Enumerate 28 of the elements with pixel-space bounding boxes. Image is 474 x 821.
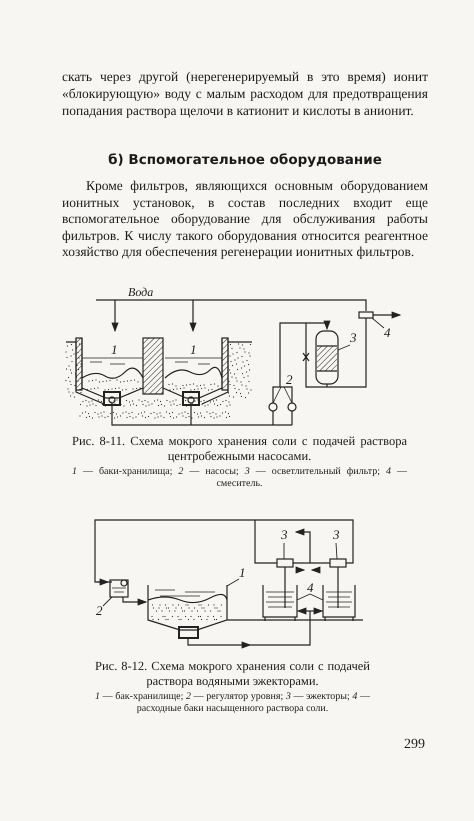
- callout-number: 1: [190, 341, 196, 359]
- callout-number: 2: [286, 371, 292, 389]
- figure-key: 1 — баки-хранилища; 2 — насосы; 3 — осветлительный фильтр; 4 — смеситель.: [72, 466, 407, 490]
- leader-line: [310, 594, 324, 600]
- callout-number: 3: [333, 528, 340, 542]
- callout-number: 2: [96, 604, 102, 618]
- callout-number: 1: [239, 566, 246, 580]
- leader-line: [296, 594, 310, 600]
- leader-line: [338, 344, 350, 350]
- callout-number: 3: [350, 331, 356, 345]
- leader-line: [226, 578, 240, 586]
- ejector-system-drawing: [94, 519, 363, 649]
- callout-number: 3: [281, 528, 288, 542]
- callout-number: 1: [111, 341, 118, 359]
- body-paragraph: Кроме фильтров, являющихся основным оборудованием ионитных установок, в состав последних входит еще вспомогательное оборудование для обслуживания работы фильтров. К числу такого оборудования относится реагентное хозяйство для обеспечения регенерации ионитных фильтров.: [62, 178, 428, 260]
- figure-caption: Рис. 8-11. Схема мокрого хранения соли с подачей раствора центробежными насосами.: [72, 434, 407, 464]
- figure-key: 1 — бак-хранилище; 2 — регулятор уровня; 3 — эжекторы; 4 — расходные баки насыщенного раствора соли.: [95, 691, 370, 715]
- leader-line: [336, 542, 338, 560]
- section-heading: б) Вспомогательное оборудование: [107, 151, 383, 170]
- leader-line: [372, 318, 384, 328]
- body-paragraph: скать через другой (нерегенерируемый в это время) ионит «блокирующую» воду с малым расходом для предотвращения попадания раствора щелочи в катионит и кислоты в анионит.: [62, 68, 428, 119]
- salt-storage-drawing: [65, 299, 402, 426]
- page-number: 299: [404, 736, 425, 754]
- figure-caption: Рис. 8-12. Схема мокрого хранения соли с подачей раствора водяными эжекторами.: [95, 659, 370, 689]
- callout-number: 4: [384, 326, 390, 340]
- leader-line: [102, 596, 112, 606]
- water-label: Вода: [128, 284, 154, 301]
- callout-number: 4: [307, 581, 314, 595]
